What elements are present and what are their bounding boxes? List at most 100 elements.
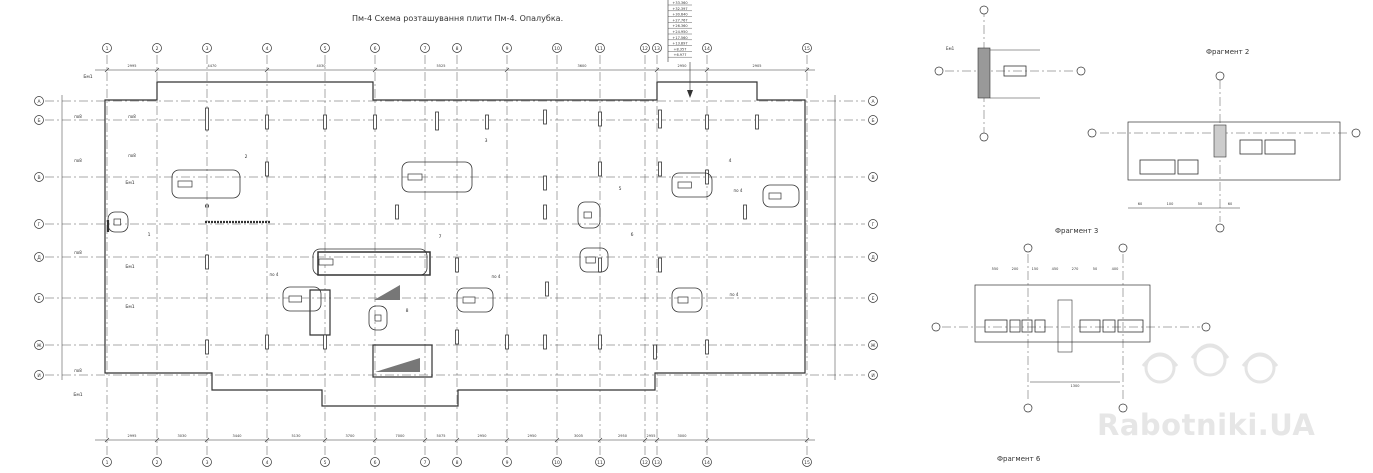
axis-label-left: Ж [37,343,42,349]
slab-mark-p4: по 4 [492,274,501,279]
frag2-detail [1139,159,1176,175]
frag3-bubble [1118,243,1128,253]
slab-mark-p4: по 4 [730,292,739,297]
column [598,111,602,127]
grid-vertical-lines [106,55,808,455]
axis-bubble-right [868,293,878,303]
dim-tick [654,67,660,73]
dim-tick [104,67,110,73]
axis-label-top: 12 [642,46,648,52]
dim-value-top: 2905 [753,64,762,68]
axis-bubble-top [502,43,512,53]
callouts: 12345678Бм1Бм1Бм1Бм1Бм1по8по8по8по8по8по… [73,74,800,398]
axis-bubble-bottom [152,457,162,467]
dim-tick [597,437,603,443]
axis-label-bottom: 5 [324,460,327,466]
callout-box [456,287,494,313]
column [658,161,662,177]
fragment3-title: Фрагмент 3 [1055,227,1099,235]
callout-box [671,287,703,313]
axis-label-bottom: 10 [554,460,560,466]
axis-bubble-bottom [502,457,512,467]
column [435,111,439,131]
axis-label-right: Б [871,118,874,124]
column [658,257,662,273]
frag3-dim: 550 [992,267,999,271]
frag3-dim: 450 [1052,267,1059,271]
axis-label-left: Г [38,222,41,228]
dim-value-top: 2950 [678,64,687,68]
dim-value-top: 4470 [208,64,217,68]
axis-bubble-right [868,96,878,106]
dim-tick [654,437,660,443]
axis-label-right: Ж [871,343,876,349]
axis-bubble-right [868,115,878,125]
frag3-detail [1034,319,1046,333]
axis-bubble-top [552,43,562,53]
axis-bubble-left [34,370,44,380]
column [485,114,489,130]
dim-value-bottom: 5130 [292,434,301,438]
watermark-logo-icon [1141,343,1279,384]
fragment2-title: Фрагмент 2 [1206,48,1250,56]
axis-label-bottom: 12 [642,460,648,466]
elevation-value: +17.560 [672,36,687,40]
callout-number: 5 [619,186,622,192]
callout-detail [177,180,193,188]
axis-label-top: 9 [506,46,509,52]
dim-value-bottom: 2950 [618,434,627,438]
elevation-value: +32.397 [672,7,687,11]
elevation-value: +33.360 [672,1,687,5]
axis-bubble-right [868,370,878,380]
axis-label-bottom: 14 [704,460,710,466]
axis-bubble-bottom [702,457,712,467]
column [598,334,602,350]
frag3-bubble [1023,243,1033,253]
axis-label-right: Г [872,222,875,228]
axis-bubble-bottom [370,457,380,467]
frag2-outline [1127,121,1341,181]
dim-tick [204,437,210,443]
elevation-value: +24.950 [672,30,687,34]
frag3-bubble [1023,403,1033,413]
frag1-bubble [934,66,944,76]
dim-value-bottom: 3000 [678,434,687,438]
column [323,334,327,350]
axis-bubble-right [868,219,878,229]
callout-box [671,172,713,198]
callout-detail [585,256,596,264]
frag2-bubble [1215,71,1225,81]
slab-mark: по8 [74,368,82,373]
dim-value-top: 5525 [437,64,446,68]
axis-label-bottom: 6 [374,460,377,466]
column [265,161,269,177]
dim-tick [372,437,378,443]
slab-outline [104,81,806,407]
column [653,344,657,360]
elevation-value: +8.357 [674,47,687,51]
axis-label-top: 6 [374,46,377,52]
dim-tick [154,67,160,73]
dim-tick [454,437,460,443]
axis-label-left: Е [38,296,41,302]
column [755,114,759,130]
dim-tick [154,437,160,443]
elevation-value: +30.640 [672,13,687,17]
slab-mark: по8 [74,250,82,255]
callout-box [577,201,601,229]
axis-bubble-top [595,43,605,53]
dim-value-top: 2995 [128,64,137,68]
axis-label-top: 10 [554,46,560,52]
frag1-bubble [979,5,989,15]
dim-tick [422,437,428,443]
axis-label-top: 14 [704,46,710,52]
axis-bubble-bottom [595,457,605,467]
columns [106,107,759,360]
frag1-wall [977,47,991,99]
beam-label: Бм1 [125,264,134,270]
axis-bubble-top [802,43,812,53]
axis-bubble-top [320,43,330,53]
axis-label-right: Е [872,296,875,302]
dim-tick [104,437,110,443]
